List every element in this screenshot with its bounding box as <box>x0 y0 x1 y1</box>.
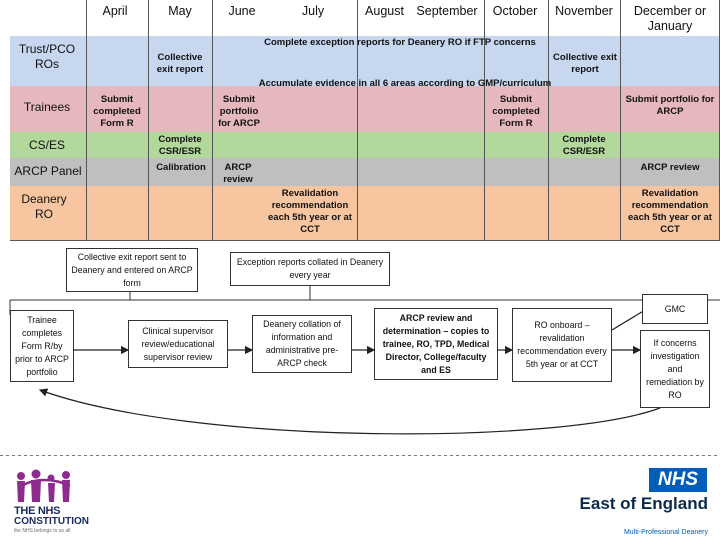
constitution-line2: CONSTITUTION <box>14 516 89 527</box>
constitution-sub: the NHS belongs to us all <box>14 528 71 534</box>
band-cses <box>86 132 720 158</box>
flow-ro-onboard: RO onboard – revalidation recommendation… <box>512 308 612 382</box>
cell-complete-csr-november: Complete CSR/ESR <box>562 134 606 157</box>
table-bottom-border <box>10 240 720 241</box>
band-arcp-panel <box>86 158 720 186</box>
cell-revalidation-july: Revalidation recommendation each 5th yea… <box>268 188 352 235</box>
flow-gmc: GMC <box>642 294 708 324</box>
row-label-deanery-ro: Deanery RO <box>21 192 67 221</box>
cell-complete-csr-may: Complete CSR/ESR <box>158 134 202 157</box>
nhs-logo: NHS <box>649 468 707 492</box>
cell-accumulate-evidence: Accumulate evidence in all 6 areas accor… <box>258 78 552 89</box>
constitution-line1: THE NHS <box>14 505 61 517</box>
cell-calibration: Calibration <box>156 162 206 173</box>
label-band-trainees <box>10 86 86 132</box>
flow-deanery-collection: Deanery collation of information and adm… <box>252 315 352 373</box>
cell-exception-reports: Complete exception reports for Deanery R… <box>264 37 536 48</box>
flow-collective-sent: Collective exit report sent to Deanery a… <box>66 248 198 292</box>
cell-submit-form-r-october: Submit completed Form R <box>492 94 540 129</box>
month-december-january: December or January <box>633 4 707 33</box>
month-divider <box>148 0 149 240</box>
return-curve-arrow <box>38 388 661 435</box>
month-august: August <box>365 4 404 18</box>
flow-concerns: If concerns investigation and remediatio… <box>640 330 710 408</box>
row-label-arcp-panel: ARCP Panel <box>14 164 82 178</box>
cell-submit-portfolio-december: Submit portfolio for ARCP <box>625 94 715 117</box>
month-june: June <box>228 4 256 18</box>
flow-trainee-completes: Trainee completes Form R/by prior to ARC… <box>10 310 74 382</box>
month-april: April <box>102 4 128 18</box>
month-may: May <box>168 4 192 18</box>
cell-revalidation-december: Revalidation recommendation each 5th yea… <box>628 188 712 235</box>
cell-submit-portfolio-june: Submit portfolio for ARCP <box>218 94 260 129</box>
cell-collective-exit-may: Collective exit report <box>156 52 204 75</box>
label-band-arcp <box>10 158 86 186</box>
month-september: September <box>416 4 478 18</box>
label-band-cses <box>10 132 86 158</box>
nhs-logo-text: NHS <box>657 469 699 490</box>
constitution-figures-icon <box>17 469 71 502</box>
cell-submit-form-r-april: Submit completed Form R <box>93 94 141 129</box>
label-band-trust <box>10 36 86 86</box>
org-subtitle: Multi-Professional Deanery <box>623 529 708 536</box>
cell-arcp-review-december: ARCP review <box>640 162 700 173</box>
month-divider <box>620 0 621 240</box>
row-label-trainees: Trainees <box>23 100 71 114</box>
month-july: July <box>301 4 325 18</box>
cell-arcp-review-june: ARCP review <box>223 162 253 185</box>
row-label-cses: CS/ES <box>28 138 65 152</box>
flow-exception-collated: Exception reports collated in Deanery ev… <box>230 252 390 286</box>
month-divider <box>212 0 213 240</box>
month-divider <box>548 0 549 240</box>
row-label-trust-pco: Trust/PCO ROs <box>18 42 76 71</box>
cell-collective-exit-november: Collective exit report <box>553 52 617 75</box>
month-november: November <box>555 4 613 18</box>
org-name: East of England <box>579 494 708 513</box>
flow-arcp-determination: ARCP review and determination – copies t… <box>374 308 498 380</box>
band-trust-pco <box>86 36 720 86</box>
month-divider <box>86 0 87 240</box>
band-deanery-ro <box>86 186 720 240</box>
month-divider <box>484 0 485 240</box>
label-band-deanery <box>10 186 86 240</box>
flow-clinical-supervisor: Clinical supervisor review/educational s… <box>128 320 228 368</box>
band-trainees <box>86 86 720 132</box>
month-october: October <box>492 4 538 18</box>
footer-separator <box>0 455 720 456</box>
month-divider <box>357 0 358 240</box>
